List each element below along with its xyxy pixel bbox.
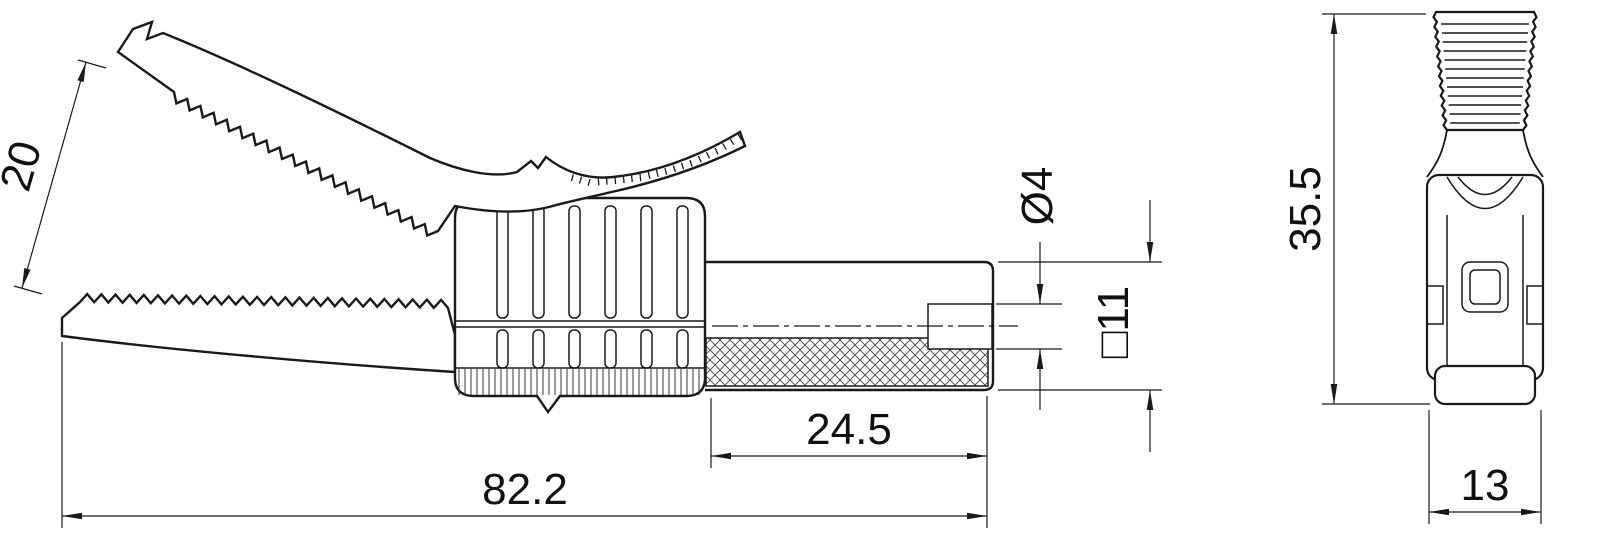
front-side-boss-right xyxy=(1526,285,1544,325)
dim-label-plug-diameter: Ø4 xyxy=(1013,167,1062,226)
thumb-serration-tick xyxy=(622,175,625,184)
thumb-serration-tick xyxy=(705,151,711,159)
thumb-serrations xyxy=(570,133,743,186)
grip-slot xyxy=(568,329,581,369)
thumb-serration-tick xyxy=(714,147,719,155)
dimension-labels: 20 Ø4 □11 24.5 82.2 35.5 13 xyxy=(0,136,1509,514)
front-center-detail xyxy=(1461,261,1509,313)
thumb-serration-tick xyxy=(597,178,600,186)
thumb-serration-tick xyxy=(664,167,668,175)
ext-jaw-bottom xyxy=(13,285,43,295)
grip-body xyxy=(453,196,707,415)
grip-slot xyxy=(676,205,689,319)
thumb-serration-tick xyxy=(729,138,735,146)
ext-jaw-top xyxy=(77,59,107,69)
upper-lever xyxy=(116,20,747,238)
dim-label-shaft-square: □11 xyxy=(1089,286,1138,358)
thumb-serration-tick xyxy=(737,133,743,141)
front-center-detail-inner xyxy=(1469,269,1501,305)
grip-slot xyxy=(640,205,653,319)
thumb-serration-tick xyxy=(639,173,642,182)
thumb-serration-tick xyxy=(570,174,574,182)
front-jaw-arcs xyxy=(1446,176,1524,210)
front-neck xyxy=(1426,129,1544,178)
grip-slot xyxy=(604,205,617,319)
thumb-serration-tick xyxy=(614,176,617,185)
grip-slot xyxy=(604,329,617,369)
grip-slot xyxy=(568,205,581,319)
front-head xyxy=(1432,10,1538,132)
thumb-serration-tick xyxy=(578,176,583,184)
thumb-serration-tick xyxy=(722,143,727,150)
dim-label-overall-length: 82.2 xyxy=(482,465,568,514)
thumb-serration-tick xyxy=(689,159,693,167)
collar-texture xyxy=(457,369,704,395)
dim-jaw-opening xyxy=(21,61,87,289)
side-view xyxy=(60,20,1018,415)
grip-slot xyxy=(496,329,509,369)
dim-label-shaft-length: 24.5 xyxy=(806,405,892,454)
grip-slot xyxy=(532,329,545,369)
thumb-serration-tick xyxy=(672,165,677,173)
front-base xyxy=(1433,364,1537,406)
dim-label-overall-height: 35.5 xyxy=(1281,166,1330,252)
front-head-ribs xyxy=(1441,23,1529,124)
thumb-serration-tick xyxy=(605,177,608,185)
thumb-serration-tick xyxy=(680,162,685,170)
front-side-boss-left xyxy=(1426,285,1444,325)
thumb-serration-tick xyxy=(630,174,633,183)
thumb-serration-tick xyxy=(655,169,659,177)
thumb-serration-tick xyxy=(697,155,702,163)
thumb-serration-tick xyxy=(647,171,651,179)
thumb-serration-tick xyxy=(587,178,591,186)
grip-slot xyxy=(676,329,689,369)
dim-label-overall-width: 13 xyxy=(1461,461,1510,510)
dim-label-jaw-opening: 20 xyxy=(0,136,51,197)
dimension-lines xyxy=(13,13,1542,528)
lower-jaw xyxy=(60,292,457,374)
front-body xyxy=(1425,173,1545,382)
grip-slot xyxy=(640,329,653,369)
grip-ribs xyxy=(496,205,689,369)
front-view xyxy=(1425,10,1545,406)
